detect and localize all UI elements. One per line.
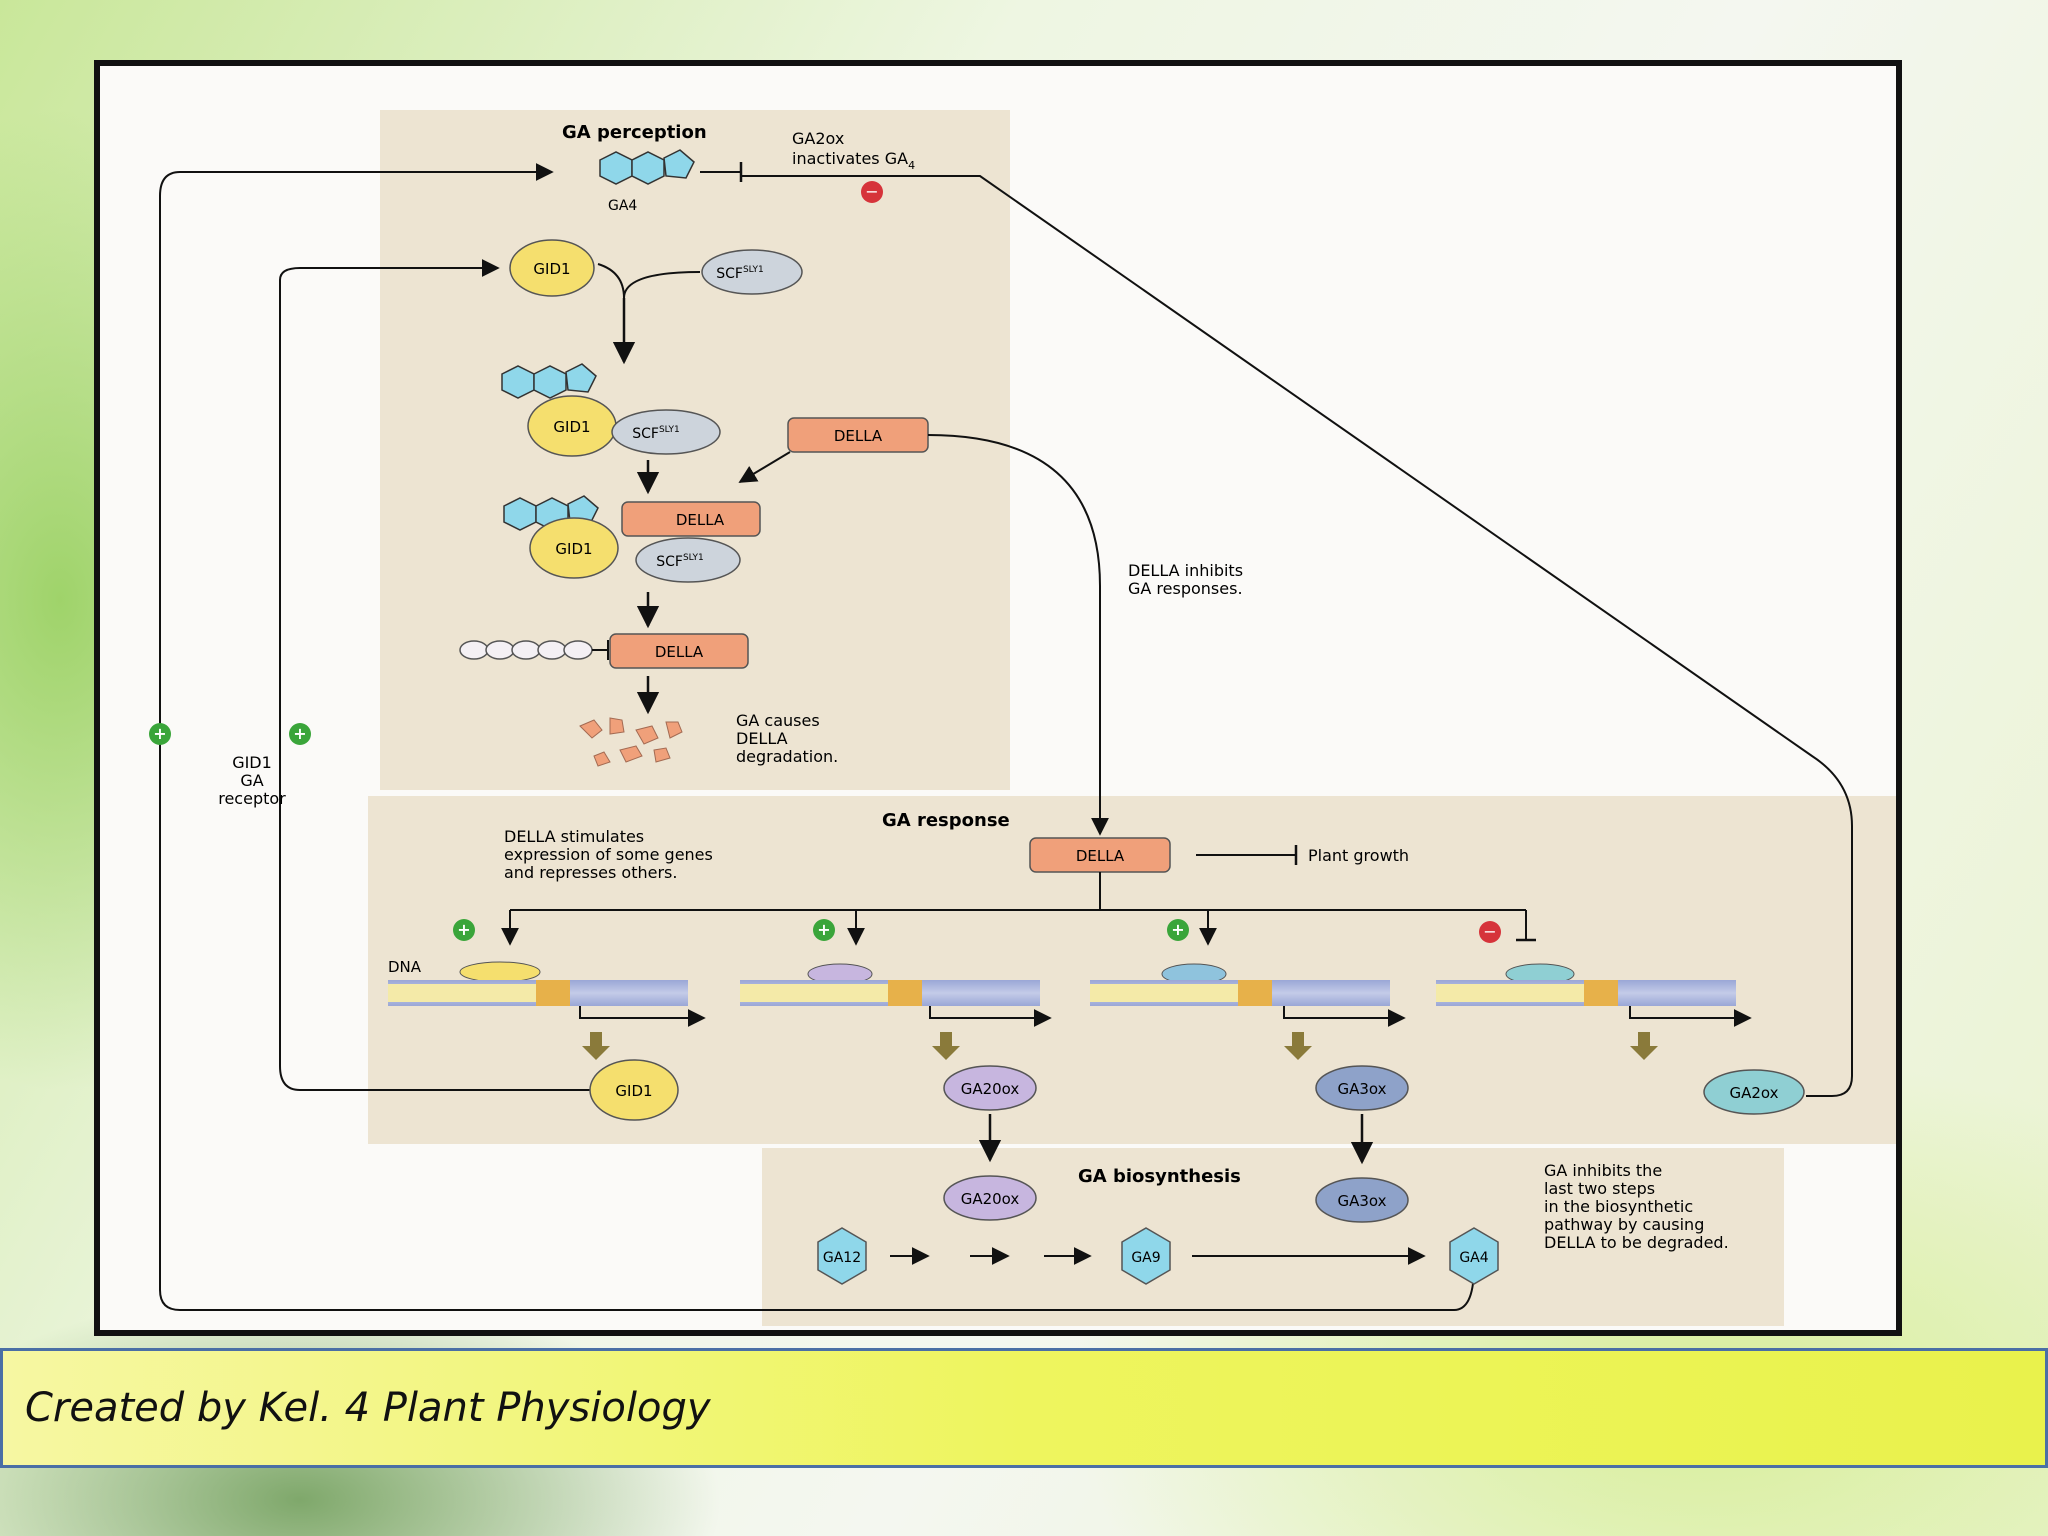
svg-text:SCFSLY1: SCFSLY1 (716, 265, 763, 282)
della-inhibits-note-1: DELLA inhibits (1128, 561, 1243, 580)
plus-sign-gene-1 (453, 919, 475, 941)
ga2ox-note-line2: inactivates GA4 (792, 149, 915, 172)
ga20ox-enzyme (943, 1175, 1037, 1221)
perception-title: GA perception (562, 122, 707, 143)
scf-complex-2 (635, 537, 741, 583)
svg-text:DELLA: DELLA (655, 643, 704, 661)
ga2ox-feedback-line (740, 175, 1853, 1097)
svg-text:GA4: GA4 (1459, 1250, 1488, 1266)
minus-sign-gene-4 (1479, 921, 1501, 943)
expression-arrows (582, 1032, 1658, 1060)
svg-text:GA9: GA9 (1131, 1250, 1160, 1266)
ga3ox-enzyme (1315, 1177, 1409, 1223)
ga-signaling-diagram: GA perception GA response GA biosynthesi… (149, 110, 1896, 1326)
plus-sign-left-2 (289, 723, 311, 745)
receptor-note-2: GA (240, 771, 263, 790)
svg-text:+: + (1171, 920, 1184, 939)
svg-text:GID1: GID1 (555, 540, 592, 558)
dna-strand-3 (1090, 963, 1406, 1027)
receptor-note-3: receptor (218, 789, 286, 808)
della-complex-2 (621, 501, 761, 537)
degradation-note-3: degradation. (736, 747, 838, 766)
gid1-feedback-loop (279, 259, 594, 1091)
stimulates-note-3: and represses others. (504, 863, 677, 882)
plus-sign-left-1 (149, 723, 171, 745)
scf-complex-1 (611, 409, 721, 455)
plus-sign-gene-3 (1167, 919, 1189, 941)
della-fragments (579, 717, 683, 767)
svg-text:DELLA: DELLA (1076, 847, 1125, 865)
svg-text:+: + (153, 724, 166, 743)
gid1-product (589, 1059, 679, 1121)
svg-text:GA3ox: GA3ox (1337, 1080, 1386, 1098)
biosynthesis-panel (762, 1148, 1784, 1326)
svg-text:SCFSLY1: SCFSLY1 (632, 425, 679, 442)
scf-bubble (701, 249, 803, 295)
svg-text:+: + (457, 920, 470, 939)
caption-bar: Created by Kel. 4 Plant Physiology (0, 1348, 2048, 1468)
minus-sign-top (861, 181, 883, 203)
inhibits-note-4: pathway by causing (1544, 1215, 1704, 1234)
ga2ox-product (1703, 1069, 1805, 1115)
svg-text:GID1: GID1 (533, 260, 570, 278)
ga4-label: GA4 (608, 198, 637, 214)
inhibits-note-3: in the biosynthetic (1544, 1197, 1693, 1216)
gid1-complex-2 (529, 517, 619, 579)
svg-text:GID1: GID1 (553, 418, 590, 436)
plant-growth-label: Plant growth (1308, 846, 1409, 865)
degradation-note-2: DELLA (736, 729, 788, 748)
dna-strand-4 (1436, 963, 1752, 1027)
inhibits-note-2: last two steps (1544, 1179, 1655, 1198)
ga4-feedback-loop (159, 171, 1475, 1311)
svg-text:GA20ox: GA20ox (961, 1080, 1020, 1098)
della-to-response-arrow (927, 434, 1109, 836)
svg-text:GA12: GA12 (823, 1250, 861, 1266)
ga4-molecule (599, 149, 695, 185)
svg-text:−: − (1483, 922, 1496, 941)
ga3ox-product (1315, 1065, 1409, 1111)
caption-text: Created by Kel. 4 Plant Physiology (25, 1385, 711, 1431)
svg-text:GA2ox: GA2ox (1729, 1084, 1778, 1102)
inhibits-note-1: GA inhibits the (1544, 1161, 1662, 1180)
svg-text:DELLA: DELLA (834, 427, 883, 445)
dna-strand-2 (740, 963, 1052, 1027)
stimulates-note-2: expression of some genes (504, 845, 713, 864)
svg-text:SCFSLY1: SCFSLY1 (656, 553, 703, 570)
svg-text:+: + (293, 724, 306, 743)
svg-text:DELLA: DELLA (676, 511, 725, 529)
ga4-hexagon (1449, 1227, 1499, 1285)
della-box-ubiquitinated (609, 633, 749, 669)
ga20ox-product (943, 1065, 1037, 1111)
ga2ox-note-line1: GA2ox (792, 129, 844, 148)
diagram-frame: GA perception GA response GA biosynthesi… (94, 60, 1902, 1336)
degradation-note-1: GA causes (736, 711, 820, 730)
dna-label: DNA (388, 958, 422, 976)
receptor-note-1: GID1 (232, 753, 272, 772)
svg-text:+: + (817, 920, 830, 939)
inhibits-note-5: DELLA to be degraded. (1544, 1233, 1729, 1252)
svg-text:GID1: GID1 (615, 1082, 652, 1100)
ga9-hexagon (1121, 1227, 1171, 1285)
biosynthesis-title: GA biosynthesis (1078, 1166, 1241, 1187)
plus-sign-gene-2 (813, 919, 835, 941)
ga4-molecule-2 (501, 363, 597, 399)
svg-text:GA3ox: GA3ox (1337, 1192, 1386, 1210)
svg-text:−: − (865, 182, 878, 201)
response-title: GA response (882, 810, 1010, 831)
gid1-bubble (509, 239, 595, 297)
della-inhibits-note-2: GA responses. (1128, 579, 1243, 598)
dna-strand-1 (388, 961, 706, 1027)
stimulates-note-1: DELLA stimulates (504, 827, 644, 846)
ubiquitin-chain (459, 640, 593, 660)
svg-text:GA20ox: GA20ox (961, 1190, 1020, 1208)
ga12-hexagon (817, 1227, 867, 1285)
